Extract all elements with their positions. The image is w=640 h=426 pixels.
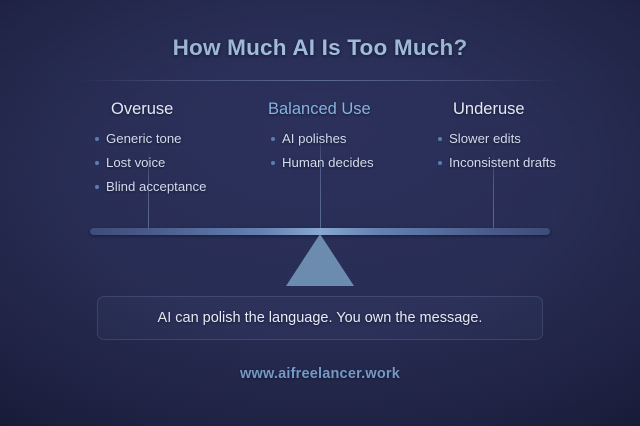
bullet-dot-icon [438, 137, 442, 141]
drop-line-right [493, 150, 494, 228]
column-heading-overuse: Overuse [111, 100, 174, 118]
list-item: Human decides [271, 155, 437, 170]
column-heading-underuse: Underuse [453, 100, 525, 118]
bullet-dot-icon [95, 137, 99, 141]
bullet-dot-icon [271, 161, 275, 165]
list-item-label: Slower edits [449, 131, 521, 146]
list-item-label: Blind acceptance [106, 179, 207, 194]
balance-beam [90, 228, 550, 235]
list-item: Slower edits [438, 131, 617, 146]
column-overuse: Overuse Generic tone Lost voice Blind ac… [92, 100, 267, 203]
column-balanced-use: Balanced Use AI polishes Human decides [262, 100, 437, 179]
bullet-list-overuse: Generic tone Lost voice Blind acceptance [92, 131, 267, 194]
bullet-dot-icon [271, 137, 275, 141]
bullet-dot-icon [95, 185, 99, 189]
list-item-label: Generic tone [106, 131, 182, 146]
column-heading-balanced-use: Balanced Use [268, 100, 371, 118]
bullet-dot-icon [95, 161, 99, 165]
callout-box: AI can polish the language. You own the … [97, 296, 543, 340]
list-item-label: Lost voice [106, 155, 166, 170]
title-divider [72, 80, 568, 81]
drop-line-center [320, 128, 321, 228]
column-underuse: Underuse Slower edits Inconsistent draft… [432, 100, 617, 179]
page-title: How Much AI Is Too Much? [172, 35, 468, 60]
footer-url: www.aifreelancer.work [239, 366, 400, 382]
bullet-list-underuse: Slower edits Inconsistent drafts [432, 131, 617, 170]
list-item-label: Inconsistent drafts [449, 155, 557, 170]
fulcrum-triangle-icon [286, 234, 354, 286]
callout-text: AI can polish the language. You own the … [157, 310, 483, 326]
list-item-label: AI polishes [282, 131, 347, 146]
bullet-dot-icon [438, 161, 442, 165]
drop-line-left [148, 150, 149, 228]
list-item: Generic tone [95, 131, 267, 146]
list-item: Inconsistent drafts [438, 155, 617, 170]
bullet-list-balanced-use: AI polishes Human decides [262, 131, 437, 170]
list-item: AI polishes [271, 131, 437, 146]
list-item-label: Human decides [282, 155, 374, 170]
list-item: Blind acceptance [95, 179, 267, 194]
list-item: Lost voice [95, 155, 267, 170]
